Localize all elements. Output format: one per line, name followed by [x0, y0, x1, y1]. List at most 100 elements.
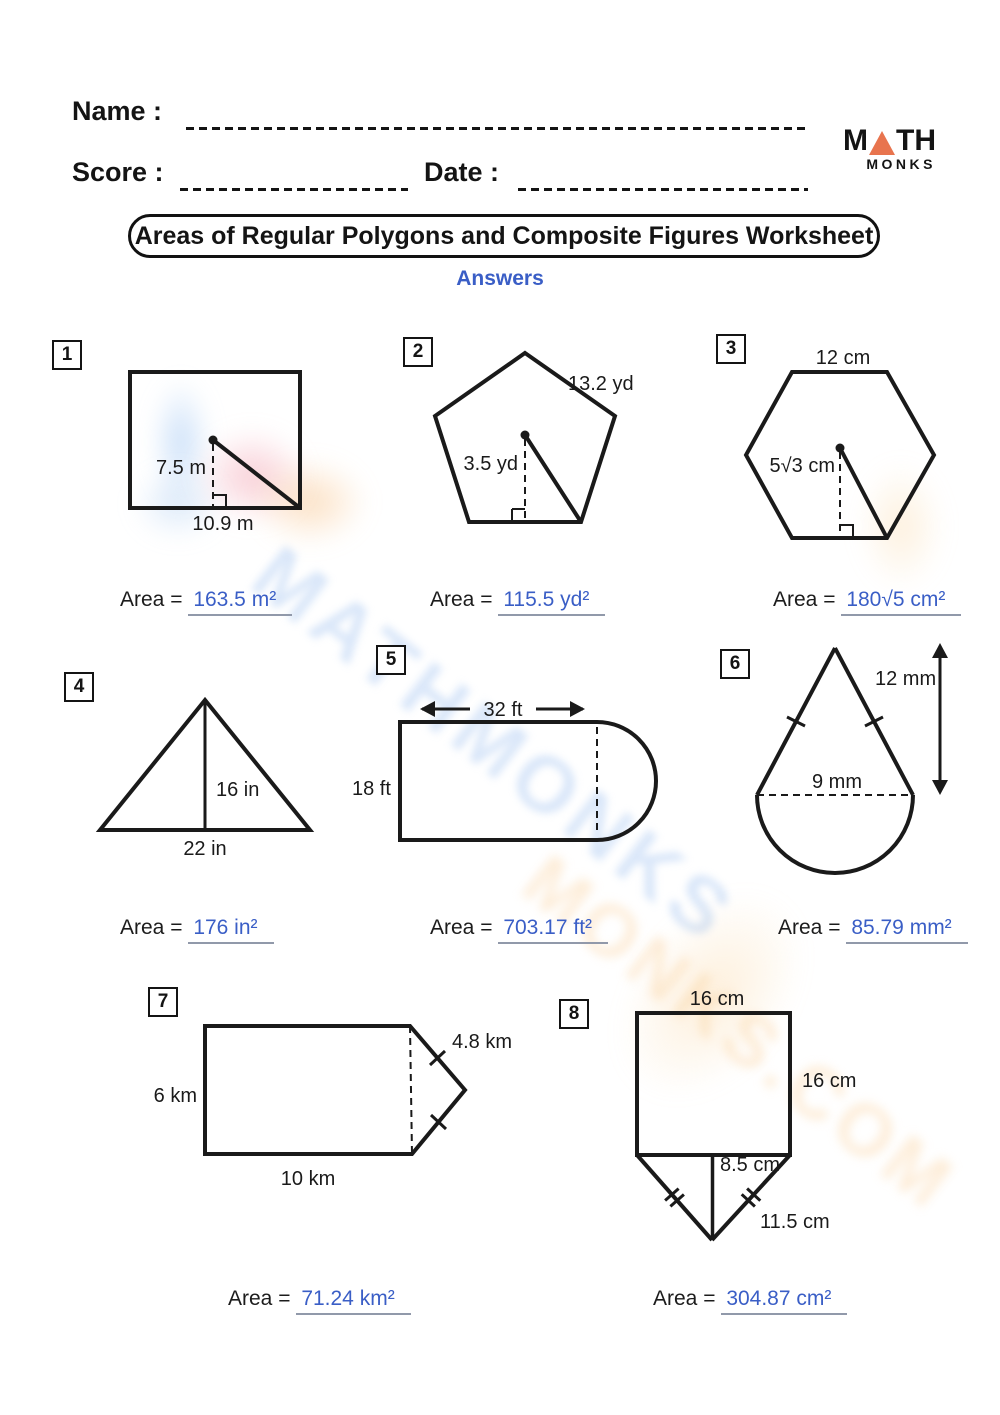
area-value: 703.17 ft²: [498, 916, 609, 944]
name-blank-line: [186, 127, 806, 130]
area-value: 163.5 m²: [188, 588, 293, 616]
answers-heading: Answers: [456, 267, 544, 290]
area-label: Area =: [120, 916, 183, 939]
top-side-label: 16 cm: [690, 988, 744, 1010]
side-label: 10.9 m: [192, 513, 253, 535]
tick-mark: [864, 715, 884, 728]
radius-line: [211, 438, 302, 510]
right-slant-side: [710, 1153, 792, 1242]
area-value: 71.24 km²: [296, 1287, 411, 1315]
mathmonks-logo: M TH MONKS: [836, 126, 936, 173]
height-label: 16 in: [216, 779, 259, 801]
tick-mark: [429, 1113, 448, 1131]
area-answer-line: Area = 180√5 cm²: [773, 588, 962, 616]
teardrop-figure: 9 mm 12 mm: [755, 643, 948, 875]
side-label: 12 cm: [816, 347, 870, 369]
rect-semicircle-figure: 32 ft 18 ft: [352, 699, 658, 842]
area-answer-line: Area = 115.5 yd²: [430, 588, 606, 616]
square-figure: 7.5 m 10.9 m: [128, 370, 302, 535]
right-angle-mark: [840, 524, 854, 538]
problem-number: 7: [148, 987, 178, 1017]
watermark-color-blob: [252, 458, 368, 546]
arrowhead-right-icon: [570, 701, 585, 717]
composite-outline: [398, 720, 658, 842]
name-label: Name :: [72, 96, 163, 126]
logo-th: TH: [896, 124, 936, 157]
left-slant-side: [635, 1153, 714, 1242]
area-answer-line: Area = 304.87 cm²: [653, 1287, 848, 1315]
logo-wordmark: M TH: [836, 126, 936, 156]
right-side-label: 16 cm: [802, 1070, 856, 1092]
area-answer-line: Area = 176 in²: [120, 916, 274, 944]
center-dot: [520, 430, 530, 440]
area-label: Area =: [653, 1287, 716, 1310]
double-tick-mark: [664, 1187, 680, 1202]
area-answer-line: Area = 85.79 mm²: [778, 916, 968, 944]
arrowhead-down-icon: [932, 780, 948, 795]
composite-outline: [203, 1024, 468, 1156]
diameter-label: 9 mm: [812, 771, 862, 793]
hexagon-figure: 12 cm 5√3 cm: [743, 347, 937, 540]
area-value: 180√5 cm²: [841, 588, 962, 616]
right-angle-mark: [511, 508, 525, 522]
tick-mark: [428, 1049, 447, 1067]
radius-line: [838, 447, 889, 539]
watermark-color-blob: [132, 468, 224, 540]
apothem-label: 7.5 m: [156, 457, 206, 479]
pentagon-figure: 13.2 yd 3.5 yd: [432, 350, 634, 524]
center-dot: [208, 435, 218, 445]
score-label: Score :: [72, 157, 164, 187]
double-tick-mark: [669, 1193, 685, 1208]
area-value: 304.87 cm²: [721, 1287, 848, 1315]
double-tick-mark: [740, 1193, 756, 1208]
right-angle-mark: [213, 494, 227, 508]
problem-number: 5: [376, 645, 406, 675]
problem-number: 6: [720, 649, 750, 679]
boundary-dashed-line: [409, 1025, 413, 1155]
area-label: Area =: [778, 916, 841, 939]
pentagon-outline: [432, 350, 618, 524]
slant-label: 11.5 cm: [760, 1211, 830, 1233]
score-blank-line: [180, 188, 408, 191]
triangle-figure: 16 in 22 in: [95, 696, 315, 860]
square-outline: [635, 1011, 792, 1157]
base-label: 10 km: [281, 1168, 335, 1190]
side-label: 13.2 yd: [568, 373, 634, 395]
logo-m: M: [843, 124, 868, 157]
height-label: 6 km: [154, 1085, 197, 1107]
area-label: Area =: [773, 588, 836, 611]
arrowhead-left-icon: [420, 701, 435, 717]
base-label: 22 in: [183, 838, 226, 860]
area-value: 176 in²: [188, 916, 274, 944]
area-label: Area =: [430, 588, 493, 611]
area-label: Area =: [430, 916, 493, 939]
problem-number: 4: [64, 672, 94, 702]
area-answer-line: Area = 163.5 m²: [120, 588, 293, 616]
pencil-figure: 4.8 km 6 km 10 km: [154, 1024, 512, 1190]
height-label: 18 ft: [352, 778, 391, 800]
height-label: 12 mm: [875, 668, 936, 690]
problem-number: 1: [52, 340, 82, 370]
arrowhead-up-icon: [932, 643, 948, 658]
watermark-color-blob: [858, 462, 944, 590]
date-blank-line: [518, 188, 808, 191]
center-dot: [835, 443, 845, 453]
area-value: 85.79 mm²: [846, 916, 968, 944]
logo-monks: MONKS: [866, 156, 936, 172]
worksheet-title: Areas of Regular Polygons and Composite …: [128, 214, 880, 258]
inner-height-label: 8.5 cm: [720, 1154, 780, 1176]
problem-number: 8: [559, 999, 589, 1029]
tick-mark: [786, 715, 806, 728]
area-answer-line: Area = 703.17 ft²: [430, 916, 609, 944]
area-label: Area =: [120, 588, 183, 611]
triangle-icon: [869, 131, 895, 155]
problem-number: 3: [716, 334, 746, 364]
area-label: Area =: [228, 1287, 291, 1310]
area-value: 115.5 yd²: [498, 588, 606, 616]
double-tick-mark: [746, 1187, 762, 1202]
square-triangle-figure: 16 cm 16 cm 8.5 cm 11.5 cm: [635, 988, 856, 1242]
date-label: Date :: [424, 157, 500, 187]
area-answer-line: Area = 71.24 km²: [228, 1287, 411, 1315]
apothem-label: 3.5 yd: [464, 453, 518, 475]
problem-number: 2: [403, 337, 433, 367]
